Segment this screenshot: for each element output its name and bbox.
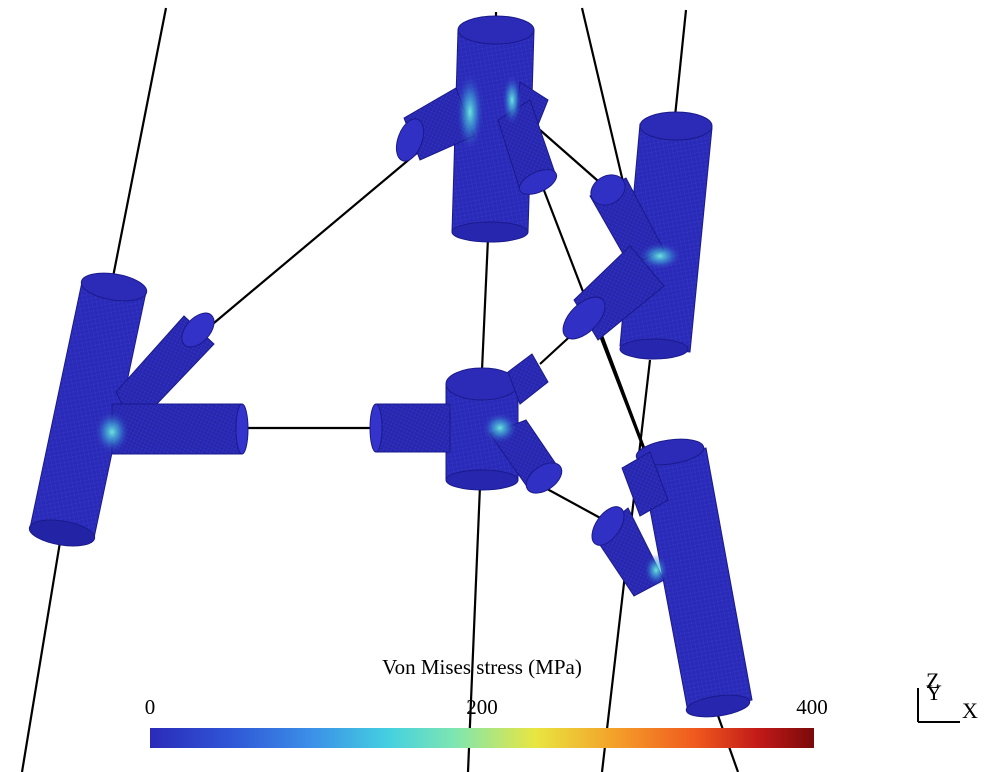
member-line bbox=[20, 529, 64, 772]
joint-center bbox=[369, 353, 563, 494]
member-line bbox=[110, 7, 168, 283]
joint-lower-right bbox=[591, 438, 753, 718]
member-line bbox=[539, 129, 607, 189]
member-line bbox=[537, 483, 605, 521]
joint-left bbox=[28, 272, 249, 547]
colorbar: Von Mises stress (MPa) 0 200 400 bbox=[145, 655, 828, 748]
colorbar-gradient bbox=[150, 728, 814, 748]
joint-top bbox=[395, 15, 558, 243]
axis-label-z: Z bbox=[926, 668, 939, 693]
colorbar-title: Von Mises stress (MPa) bbox=[382, 655, 582, 679]
axes-triad: Z Y X bbox=[917, 668, 978, 723]
colorbar-tick-mid: 200 bbox=[466, 695, 498, 719]
axis-label-x: X bbox=[962, 698, 978, 723]
joint-upper-right bbox=[562, 111, 713, 360]
member-line bbox=[672, 9, 688, 127]
member-line bbox=[207, 151, 419, 329]
colorbar-tick-max: 400 bbox=[796, 695, 828, 719]
member-line bbox=[480, 237, 490, 371]
axis-label-y: Y bbox=[926, 680, 942, 705]
member-line bbox=[466, 485, 482, 772]
colorbar-tick-min: 0 bbox=[145, 695, 156, 719]
